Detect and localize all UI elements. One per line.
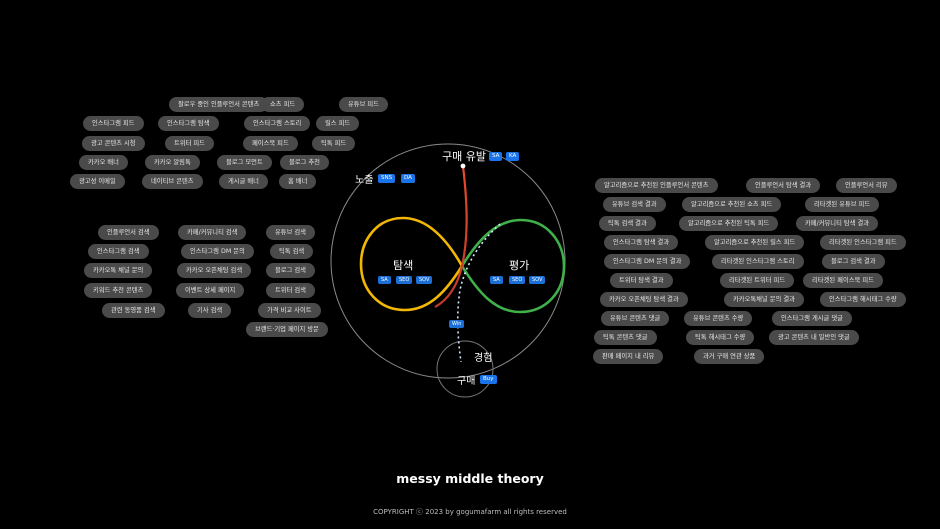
touchpoint-pill: 블로그 검색 xyxy=(266,263,315,278)
touchpoint-pill: 리타겟된 인스타그램 피드 xyxy=(820,235,906,250)
touchpoint-pill: 페이스북 피드 xyxy=(243,136,298,151)
touchpoint-pill: 트위터 피드 xyxy=(165,136,214,151)
touchpoint-pill: 인플루언서 리뷰 xyxy=(836,178,897,193)
touchpoint-pill: 카카오 오픈채팅 탐색 결과 xyxy=(600,292,688,307)
copyright-text: COPYRIGHT ⓒ 2023 by gogumafarm all right… xyxy=(373,508,567,516)
badge-seo-evaluate: SEO xyxy=(509,276,526,284)
touchpoint-pill: 카카오톡채널 문의 결과 xyxy=(724,292,804,307)
touchpoint-pill: 인스타그램 탐색 결과 xyxy=(604,235,679,250)
touchpoint-pill: 인플루언서 검색 xyxy=(98,225,159,240)
touchpoint-pill: 홈 배너 xyxy=(279,174,317,189)
touchpoint-pill: 카카오 배너 xyxy=(79,155,128,170)
touchpoint-pill: 카카오톡 채널 문의 xyxy=(84,263,153,278)
purchase-label: 구매 xyxy=(457,376,476,387)
touchpoint-pill: 인스타그램 DM 문의 xyxy=(181,244,254,259)
touchpoint-pill: 블로그 검색 결과 xyxy=(822,254,885,269)
touchpoint-pill: 인스타그램 피드 xyxy=(83,116,144,131)
explore-loop xyxy=(359,216,464,312)
touchpoint-pill: 과거 구매 연관 상품 xyxy=(694,349,765,364)
touchpoint-pill: 틱톡 검색 xyxy=(270,244,314,259)
exposure-label: 노출 xyxy=(355,175,374,186)
touchpoint-pill: 인스타그램 게시글 댓글 xyxy=(772,311,852,326)
badge-mid: Win xyxy=(449,320,465,328)
purchase-trigger-label: 구매 유발 xyxy=(442,150,486,163)
touchpoint-pill: 인플루언서 탐색 결과 xyxy=(746,178,821,193)
touchpoint-pill: 유튜브 검색 결과 xyxy=(603,197,666,212)
touchpoint-pill: 틱톡 검색 결과 xyxy=(599,216,656,231)
experience-label: 경험 xyxy=(474,353,493,364)
touchpoint-pill: 블로그 모먼트 xyxy=(217,155,272,170)
touchpoint-pill: 판매 페이지 내 리뷰 xyxy=(593,349,664,364)
touchpoint-pill: 알고리즘으로 추천된 릴스 피드 xyxy=(705,235,805,250)
touchpoint-pill: 카페/커뮤니티 검색 xyxy=(178,225,247,240)
touchpoint-pill: 유튜브 콘텐츠 수량 xyxy=(684,311,753,326)
badge-sov-evaluate: SOV xyxy=(529,276,546,284)
purchase-path xyxy=(456,223,501,363)
touchpoint-pill: 틱톡 피드 xyxy=(312,136,356,151)
touchpoint-pill: 리타겟된 트위터 피드 xyxy=(720,273,795,288)
badge-sa-evaluate: SA xyxy=(490,276,503,284)
badge-sov-explore: SOV xyxy=(416,276,433,284)
touchpoint-pill: 유튜브 피드 xyxy=(339,97,388,112)
touchpoint-pill: 키워드 추천 콘텐츠 xyxy=(84,283,153,298)
touchpoint-pill: 인스타그램 스토리 xyxy=(244,116,311,131)
touchpoint-pill: 리타겟된 유튜브 피드 xyxy=(805,197,880,212)
trigger-line xyxy=(434,165,468,308)
touchpoint-pill: 네이티브 콘텐츠 xyxy=(142,174,203,189)
touchpoint-pill: 리타겟된 페이스북 피드 xyxy=(803,273,883,288)
page-title: messy middle theory xyxy=(396,471,544,486)
touchpoint-pill: 게시글 배너 xyxy=(219,174,268,189)
touchpoint-pill: 릴스 피드 xyxy=(316,116,360,131)
touchpoint-pill: 이벤트 상세 페이지 xyxy=(176,283,245,298)
touchpoint-pill: 관련 동영품 검색 xyxy=(102,303,165,318)
touchpoint-pill: 광고 콘텐츠 내 일반인 댓글 xyxy=(769,330,859,345)
badge-sa-explore: SA xyxy=(378,276,391,284)
touchpoint-pill: 카페/커뮤니티 탐색 결과 xyxy=(796,216,879,231)
touchpoint-pill: 인스타그램 해시태그 수량 xyxy=(820,292,906,307)
touchpoint-pill: 알고리즘으로 추천된 틱톡 피드 xyxy=(679,216,779,231)
touchpoint-pill: 인스타그램 검색 xyxy=(88,244,149,259)
touchpoint-pill: 가격 비교 사이트 xyxy=(258,303,321,318)
touchpoint-pill: 기사 검색 xyxy=(188,303,232,318)
touchpoint-pill: 카카오 오픈채팅 검색 xyxy=(177,263,252,278)
touchpoint-pill: 틱톡 콘텐츠 댓글 xyxy=(594,330,657,345)
touchpoint-pill: 리타겟된 인스타그램 스토리 xyxy=(712,254,804,269)
experience-circle xyxy=(436,340,494,398)
touchpoint-pill: 인스타그램 탐색 xyxy=(158,116,219,131)
touchpoint-pill: 유튜브 콘텐츠 댓글 xyxy=(601,311,670,326)
touchpoint-pill: 인스타그램 DM 문의 결과 xyxy=(604,254,691,269)
trigger-dot xyxy=(460,163,466,169)
touchpoint-pill: 블로그 추천 xyxy=(280,155,329,170)
badge-sns: SNS xyxy=(378,174,396,183)
touchpoint-pill: 팔로우 중인 인플루언서 콘텐츠 xyxy=(169,97,269,112)
touchpoint-pill: 알고리즘으로 추천된 인플루언서 콘텐츠 xyxy=(595,178,718,193)
evaluate-loop xyxy=(460,218,566,314)
badge-buy: Buy xyxy=(480,375,497,384)
touchpoint-pill: 유튜브 검색 xyxy=(266,225,315,240)
touchpoint-pill: 광고성 이메일 xyxy=(70,174,125,189)
badge-seo-explore: SEO xyxy=(396,276,413,284)
badge-ka-trigger: KA xyxy=(506,152,520,161)
touchpoint-pill: 알고리즘으로 추천된 쇼츠 피드 xyxy=(682,197,782,212)
touchpoint-pill: 광고 콘텐츠 시청 xyxy=(82,136,145,151)
badge-sa-trigger: SA xyxy=(489,152,503,161)
badge-da: DA xyxy=(401,174,415,183)
explore-label: 탐색 xyxy=(393,259,414,272)
touchpoint-pill: 카카오 알림톡 xyxy=(145,155,200,170)
touchpoint-pill: 트위터 탐색 결과 xyxy=(610,273,673,288)
touchpoint-pill: 트위터 검색 xyxy=(266,283,315,298)
evaluate-label: 평가 xyxy=(509,259,530,272)
touchpoint-pill: 쇼츠 피드 xyxy=(261,97,305,112)
touchpoint-pill: 브랜드·기업 페이지 방문 xyxy=(246,322,328,337)
touchpoint-pill: 틱톡 해시태그 수량 xyxy=(686,330,755,345)
